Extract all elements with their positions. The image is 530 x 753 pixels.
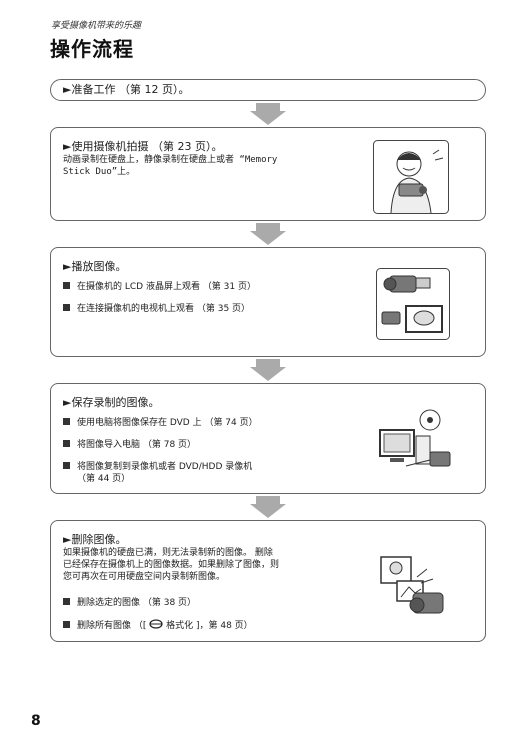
- step-shoot-desc-line2: Stick Duo”上。: [63, 167, 136, 177]
- list-item: 将图像导入电脑 （第 78 页）: [63, 439, 196, 451]
- flow-arrow-down-icon: [250, 359, 286, 381]
- bullet-square-icon: [63, 304, 70, 311]
- flow-arrow-down-icon: [250, 103, 286, 125]
- person-filming-illustration: [373, 140, 449, 214]
- page-title: 操作流程: [50, 37, 134, 61]
- list-item: 在摄像机的 LCD 液晶屏上观看 （第 31 页）: [63, 281, 256, 293]
- step-shoot: ►使用摄像机拍摄 （第 23 页）。 动画录制在硬盘上，静像录制在硬盘上或者 “…: [50, 127, 486, 221]
- list-item: 使用电脑将图像保存在 DVD 上 （第 74 页）: [63, 417, 258, 429]
- computer-and-dvd-illustration: [379, 409, 451, 467]
- step-shoot-heading: ►使用摄像机拍摄 （第 23 页）。: [63, 140, 223, 153]
- step-save-heading: ►保存录制的图像。: [63, 396, 160, 409]
- step-prepare-label: ►准备工作 （第 12 页）。: [63, 83, 190, 96]
- list-item: 将图像复制到录像机或者 DVD/HDD 录像机 （第 44 页）: [63, 461, 252, 485]
- bullet-square-icon: [63, 282, 70, 289]
- step-delete-desc-line2: 已经保存在摄像机上的图像数据。如果删除了图像，则: [63, 560, 280, 570]
- step-save: ►保存录制的图像。 使用电脑将图像保存在 DVD 上 （第 74 页） 将图像导…: [50, 383, 486, 494]
- bullet-square-icon: [63, 418, 70, 425]
- step-delete: ►删除图像。 如果摄像机的硬盘已满，则无法录制新的图像。 删除 已经保存在摄像机…: [50, 520, 486, 642]
- bullet-square-icon: [63, 621, 70, 628]
- delete-images-illustration: [380, 556, 444, 614]
- flow-arrow-down-icon: [250, 496, 286, 518]
- step-delete-heading: ►删除图像。: [63, 533, 127, 546]
- step-delete-desc-line1: 如果摄像机的硬盘已满，则无法录制新的图像。 删除: [63, 548, 273, 558]
- bullet-square-icon: [63, 598, 70, 605]
- step-play-heading: ►播放图像。: [63, 260, 127, 273]
- step-prepare: ►准备工作 （第 12 页）。: [50, 79, 486, 101]
- list-item: 在连接摄像机的电视机上观看 （第 35 页）: [63, 303, 250, 315]
- flow-arrow-down-icon: [250, 223, 286, 245]
- bullet-square-icon: [63, 462, 70, 469]
- section-subtitle: 享受摄像机带来的乐趣: [51, 21, 142, 31]
- page-number: 8: [31, 713, 41, 729]
- step-play: ►播放图像。 在摄像机的 LCD 液晶屏上观看 （第 31 页） 在连接摄像机的…: [50, 247, 486, 357]
- list-item: 删除所有图像 （[ 格式化 ]，第 48 页）: [63, 619, 253, 632]
- hard-disk-icon: [149, 619, 163, 629]
- list-item: 删除选定的图像 （第 38 页）: [63, 597, 196, 609]
- step-shoot-desc-line1: 动画录制在硬盘上，静像录制在硬盘上或者 “Memory: [63, 155, 278, 165]
- bullet-square-icon: [63, 440, 70, 447]
- step-delete-desc-line3: 您可再次在可用硬盘空间内录制新图像。: [63, 572, 226, 582]
- camera-and-tv-illustration: [376, 268, 450, 340]
